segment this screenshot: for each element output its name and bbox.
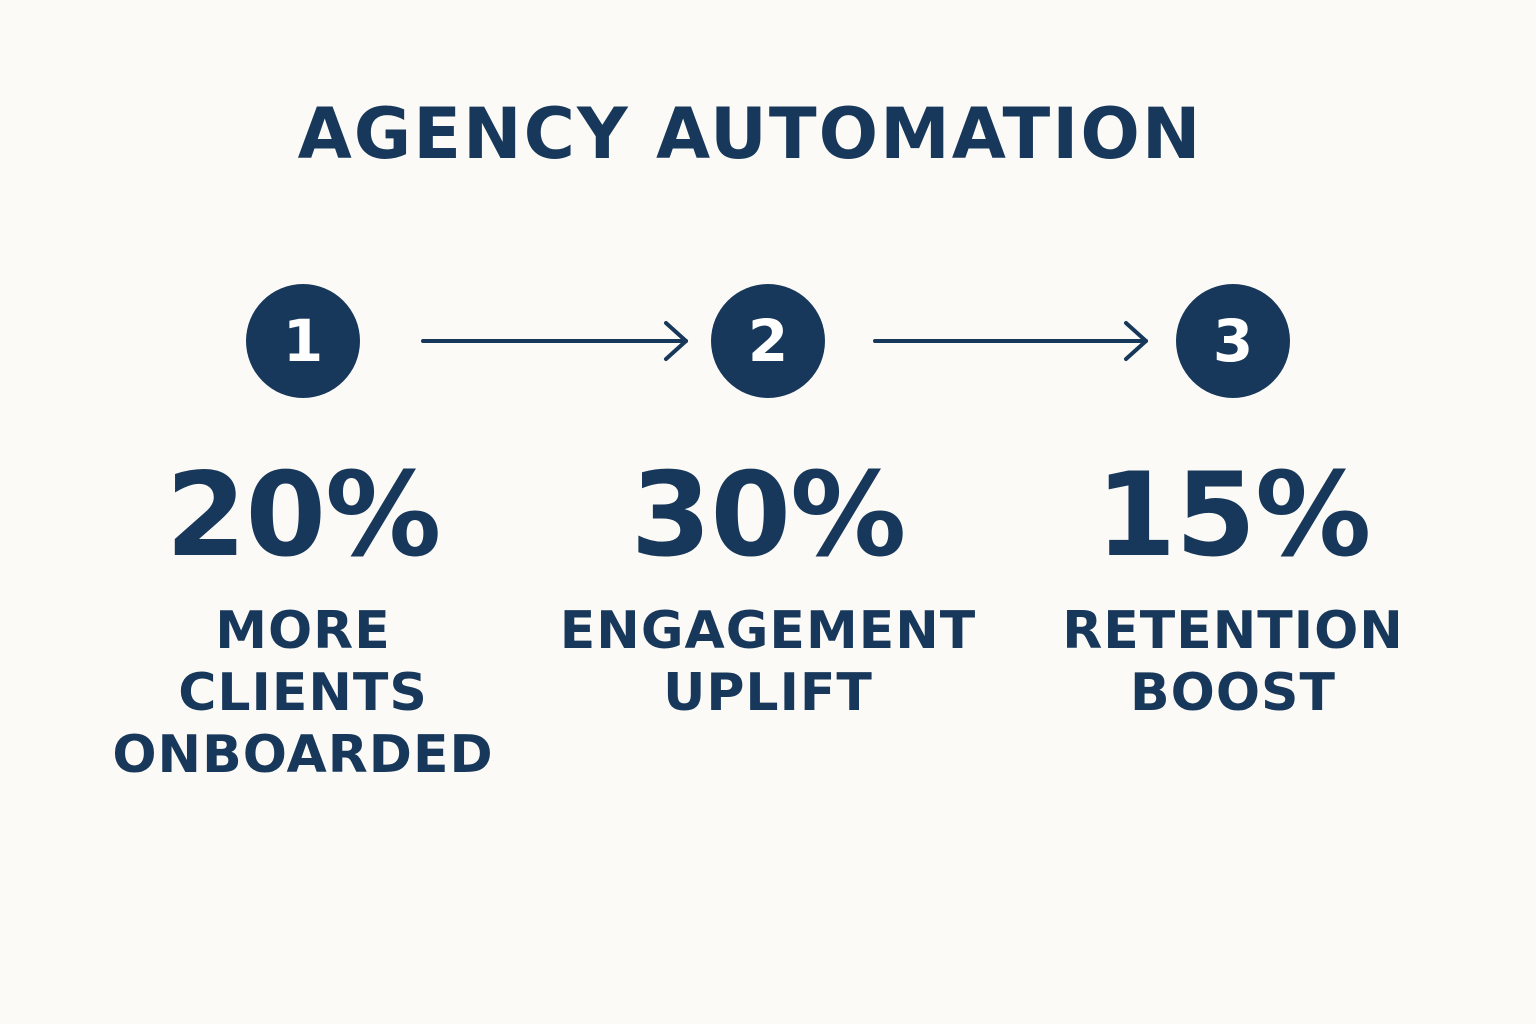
stat-label-line: ENGAGEMENT [559,601,977,661]
step-2-number-badge: 2 [711,284,825,398]
stat-label-line: ONBOARDED [112,725,494,785]
step-3-stat-value: 15% [1095,448,1372,583]
arrow-right-icon [873,321,1148,361]
arrow-right-icon [421,321,688,361]
page-title: AGENCY AUTOMATION [297,93,1203,175]
stat-label-line: CLIENTS [178,663,428,723]
stat-label-line: UPLIFT [663,663,873,723]
step-1-number-badge: 1 [246,284,360,398]
step-3-stat-label: RETENTION BOOST [1023,600,1443,724]
step-1-stat-label: MORE CLIENTS ONBOARDED [93,600,513,786]
step-2-stat-label: ENGAGEMENT UPLIFT [558,600,978,724]
stat-label-line: MORE [215,601,391,661]
step-3-number-badge: 3 [1176,284,1290,398]
stat-label-line: BOOST [1130,663,1336,723]
step-1-stat-value: 20% [165,448,442,583]
step-2-stat-value: 30% [630,448,907,583]
stat-label-line: RETENTION [1062,601,1404,661]
